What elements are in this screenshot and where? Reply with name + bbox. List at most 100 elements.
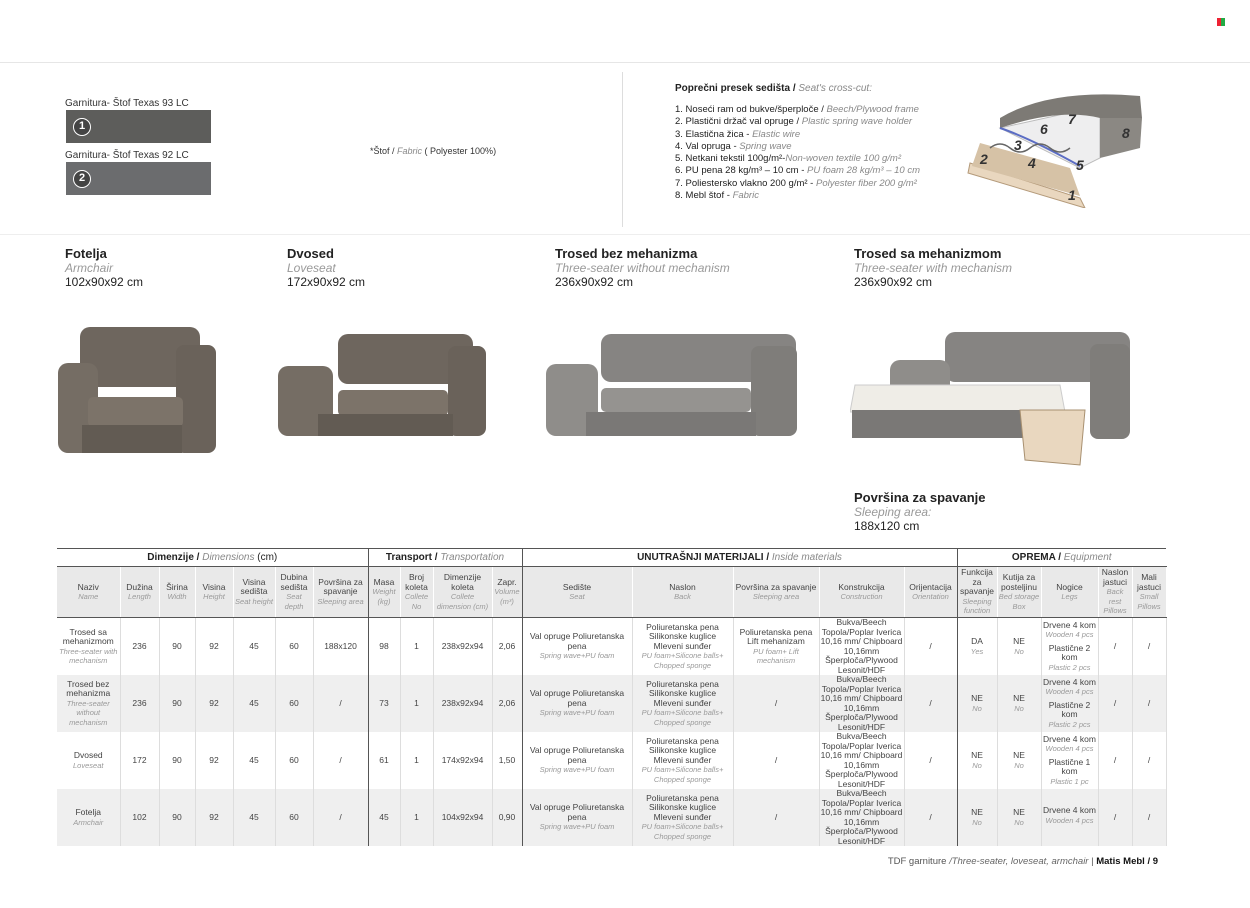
table-cell: 1 xyxy=(400,789,434,846)
table-cell: 92 xyxy=(195,617,234,675)
table-cell: 1,50 xyxy=(492,732,523,789)
cross-section-item: 4. Val opruga - Spring wave xyxy=(675,140,792,152)
table-cell: Bukva/Beech Topola/Poplar Iverica 10,16 … xyxy=(819,788,905,846)
table-cell: 236 xyxy=(120,675,160,732)
cross-section-label: 5 xyxy=(1076,157,1084,173)
table-cell: 238x92x94 xyxy=(433,675,493,732)
table-cell: 90 xyxy=(159,675,196,732)
table-group-header: Dimenzije / Dimensions (cm) xyxy=(57,548,369,567)
table-cell: / xyxy=(904,617,958,675)
table-cell: 174x92x94 xyxy=(433,732,493,789)
table-cell: / xyxy=(904,789,958,846)
cross-section-item: 1. Noseći ram od bukve/šperploče / Beech… xyxy=(675,104,919,115)
table-cell: 45 xyxy=(233,732,276,789)
cross-section-item: 3. Elastična žica - Elastic wire xyxy=(675,128,801,140)
table-cell: / xyxy=(904,732,958,789)
table-cell: Poliuretanska pena Silikonske kuglice Ml… xyxy=(632,789,734,846)
table-cell: 238x92x94 xyxy=(433,617,493,675)
specifications-table: Dimenzije / Dimensions (cm)Transport / T… xyxy=(57,548,1167,846)
table-cell: 61 xyxy=(368,732,401,789)
table-cell: 60 xyxy=(275,732,314,789)
page-footer: TDF garniture /Three-seater, loveseat, a… xyxy=(887,856,1158,867)
cross-section-label: 6 xyxy=(1040,121,1048,137)
table-cell: 0,90 xyxy=(492,789,523,846)
section-divider xyxy=(0,234,1250,235)
column-header: Zapr.Volume (m³) xyxy=(492,566,523,618)
armchair-image xyxy=(58,327,216,453)
table-cell: 73 xyxy=(368,675,401,732)
cross-section-title: Poprečni presek sedišta / Seat's cross-c… xyxy=(675,83,872,94)
table-cell: 90 xyxy=(159,617,196,675)
table-group-header: OPREMA / Equipment xyxy=(957,548,1166,567)
table-cell: 2,06 xyxy=(492,675,523,732)
fabric-swatch-1: 1 xyxy=(66,110,211,143)
cross-section-item: 6. PU pena 28 kg/m³ – 10 cm - PU foam 28… xyxy=(675,165,920,177)
table-cell: 188x120 xyxy=(313,617,369,675)
table-cell: / xyxy=(1132,732,1167,789)
table-cell: 90 xyxy=(159,789,196,846)
cross-section-label: 1 xyxy=(1068,187,1076,203)
fabric-label-2: Garnitura- Štof Texas 92 LC xyxy=(65,150,189,161)
table-cell: Poliuretanska pena Silikonske kuglice Ml… xyxy=(632,732,734,789)
table-cell: Bukva/Beech Topola/Poplar Iverica 10,16 … xyxy=(819,617,905,675)
cross-section-label: 7 xyxy=(1068,111,1077,127)
seat-cross-section-illustration: 1 2 3 4 5 6 7 8 xyxy=(967,94,1142,208)
table-cell: / xyxy=(313,732,369,789)
table-cell: / xyxy=(1132,617,1167,675)
table-cell: 45 xyxy=(368,789,401,846)
cross-section-label: 2 xyxy=(979,151,988,167)
table-cell: / xyxy=(313,675,369,732)
table-cell: 45 xyxy=(233,789,276,846)
vertical-divider xyxy=(622,72,623,227)
table-cell: 45 xyxy=(233,617,276,675)
loveseat-image xyxy=(278,334,486,436)
fabric-label-1: Garnitura- Štof Texas 93 LC xyxy=(65,98,189,109)
table-cell: Poliuretanska pena Silikonske kuglice Ml… xyxy=(632,675,734,732)
swatch-number: 1 xyxy=(73,118,91,136)
cross-section-label: 4 xyxy=(1027,155,1036,171)
table-cell: 92 xyxy=(195,732,234,789)
table-cell: 98 xyxy=(368,617,401,675)
table-cell: Bukva/Beech Topola/Poplar Iverica 10,16 … xyxy=(819,731,905,789)
cross-section-list: 1. Noseći ram od bukve/šperploče / Beech… xyxy=(675,104,920,202)
table-cell: 104x92x94 xyxy=(433,789,493,846)
table-cell: 92 xyxy=(195,675,234,732)
table-cell: Bukva/Beech Topola/Poplar Iverica 10,16 … xyxy=(819,674,905,732)
swatch-number: 2 xyxy=(73,170,91,188)
table-cell: / xyxy=(904,675,958,732)
corner-logo-icon xyxy=(1217,18,1225,26)
table-cell: / xyxy=(1098,617,1133,675)
